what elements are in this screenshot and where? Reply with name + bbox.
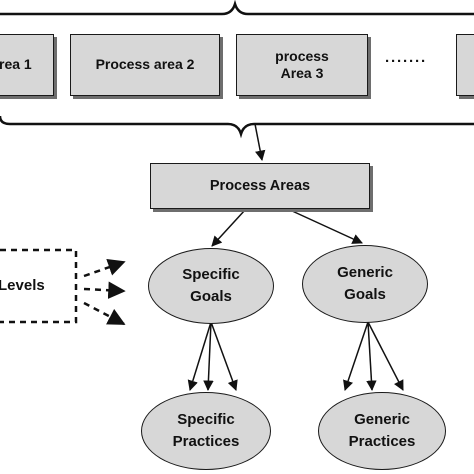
- arrow-gg-gp-middle: [366, 321, 377, 392]
- generic-practices-label: Generic Practices: [348, 411, 416, 450]
- process-area-2-label: Process area 2: [95, 56, 195, 73]
- process-area-1-box: rea 1: [0, 34, 54, 96]
- generic-goals-label: Generic Goals: [337, 264, 393, 303]
- specific-goals-label: Specific Goals: [182, 266, 240, 305]
- generic-goals-ellipse: Generic Goals: [302, 245, 428, 323]
- arrow-sg-sp-middle: [203, 321, 214, 392]
- generic-practices-ellipse: Generic Practices: [318, 392, 446, 470]
- arrow-to-generic-goals: [289, 209, 363, 244]
- levels-arrow-middle: [83, 281, 126, 299]
- bottom-brace: [0, 115, 474, 139]
- top-brace: [0, 0, 474, 16]
- arrow-brace-to-process-areas: [254, 123, 266, 162]
- process-area-3-label: process Area 3: [275, 47, 329, 82]
- more-areas-ellipsis: ·······: [385, 53, 427, 70]
- specific-practices-label: Specific Practices: [172, 411, 240, 450]
- levels-label: Levels: [0, 277, 45, 294]
- levels-arrow-up: [83, 258, 126, 278]
- arrow-gg-gp-left: [343, 321, 369, 391]
- process-areas-box: Process Areas: [150, 163, 370, 209]
- arrow-to-specific-goals: [211, 209, 246, 247]
- process-area-1-label: rea 1: [0, 56, 32, 73]
- process-area-2-box: Process area 2: [70, 34, 220, 96]
- arrow-gg-gp-right: [367, 321, 404, 391]
- levels-arrow-down: [83, 301, 126, 326]
- arrow-sg-sp-left: [187, 321, 212, 392]
- levels-dashed-box: [0, 248, 78, 324]
- process-areas-label: Process Areas: [209, 177, 311, 194]
- specific-goals-ellipse: Specific Goals: [148, 248, 274, 324]
- process-area-3-box: process Area 3: [236, 34, 368, 96]
- process-area-n-box: [456, 34, 474, 96]
- arrow-sg-sp-right: [210, 321, 238, 391]
- specific-practices-ellipse: Specific Practices: [141, 392, 271, 470]
